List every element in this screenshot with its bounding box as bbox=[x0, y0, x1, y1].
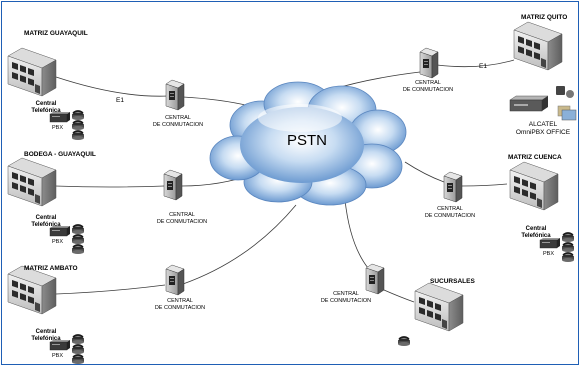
switch-label-cuenca: CENTRAL DE CONMUTACION bbox=[420, 206, 480, 219]
handset-icon bbox=[556, 86, 565, 95]
switch-label-line2: DE CONMUTACION bbox=[152, 121, 204, 128]
switch-label-guayaquil: CENTRAL DE CONMUTACION bbox=[148, 115, 208, 128]
central-telefonica-label: Central Telefónica bbox=[20, 329, 72, 343]
central-label-line2: Telefónica bbox=[31, 222, 61, 228]
switch-label-line1: CENTRAL bbox=[333, 291, 359, 297]
switch-label-quito: CENTRAL DE CONMUTACION bbox=[398, 80, 458, 93]
central-telefonica-label: Central Telefónica bbox=[20, 215, 72, 229]
link-pstn-switch-sucursales bbox=[344, 199, 369, 269]
site-label-bodega: BODEGA - GUAYAQUIL bbox=[24, 151, 96, 158]
site-label-quito: MATRIZ QUITO bbox=[521, 14, 568, 21]
pstn-cloud bbox=[209, 81, 407, 206]
pbx-label: PBX bbox=[52, 239, 64, 245]
switch-label-sucursales: CENTRAL DE CONMUTACION bbox=[316, 291, 376, 304]
alcatel-label: ALCATEL OmniPBX OFFICE bbox=[508, 121, 578, 136]
central-telefonica-label: Central Telefónica bbox=[20, 101, 72, 115]
central-label-line2: Telefónica bbox=[521, 233, 551, 239]
alcatel-label-line1: ALCATEL bbox=[528, 121, 558, 128]
alcatel-omnipbx-device bbox=[509, 86, 577, 121]
link-switch-quito-building bbox=[436, 59, 515, 68]
site-label-ambato: MATRIZ AMBATO bbox=[24, 265, 78, 272]
site-label-sucursales: SUCURSALES bbox=[430, 278, 475, 285]
central-label-line1: Central bbox=[525, 226, 547, 232]
switch-label-line1: CENTRAL bbox=[437, 206, 463, 212]
switch-label-bodega: CENTRAL DE CONMUTACION bbox=[152, 212, 212, 225]
pbx-label: PBX bbox=[52, 353, 64, 359]
switch-label-line2: DE CONMUTACION bbox=[320, 297, 372, 304]
switch-label-line1: CENTRAL bbox=[165, 115, 191, 121]
link-ambato-switch bbox=[55, 284, 166, 295]
link-guayaquil-switch bbox=[55, 76, 169, 97]
link-switch-sucursales-building bbox=[383, 289, 415, 303]
site-label-cuenca: MATRIZ CUENCA bbox=[508, 154, 562, 161]
link-pstn-switch-cuenca bbox=[404, 161, 445, 183]
link-bodega-switch bbox=[54, 185, 165, 188]
switch-label-ambato: CENTRAL DE CONMUTACION bbox=[150, 298, 210, 311]
link-label-e1: E1 bbox=[479, 63, 487, 70]
switch-label-line2: DE CONMUTACION bbox=[424, 212, 476, 219]
switch-label-line2: DE CONMUTACION bbox=[156, 218, 208, 225]
central-label-line1: Central bbox=[35, 215, 57, 221]
pbx-label: PBX bbox=[52, 125, 64, 131]
central-label-line1: Central bbox=[35, 329, 57, 335]
link-label-e1: E1 bbox=[116, 97, 124, 104]
switch-label-line1: CENTRAL bbox=[167, 298, 193, 304]
central-label-line2: Telefónica bbox=[31, 108, 61, 114]
switch-label-line2: DE CONMUTACION bbox=[402, 86, 454, 93]
switch-label-line1: CENTRAL bbox=[169, 212, 195, 218]
pbx-label: PBX bbox=[543, 251, 555, 257]
switch-label-line2: DE CONMUTACION bbox=[154, 304, 206, 311]
switch-label-line1: CENTRAL bbox=[415, 80, 441, 86]
link-switch-pstn-ambato bbox=[182, 204, 297, 285]
central-telefonica-label: Central Telefónica bbox=[510, 226, 562, 240]
central-label-line2: Telefónica bbox=[31, 336, 61, 342]
pstn-label: PSTN bbox=[287, 132, 328, 149]
alcatel-label-line2: OmniPBX OFFICE bbox=[515, 128, 571, 136]
central-label-line1: Central bbox=[35, 101, 57, 107]
site-label-guayaquil: MATRIZ GUAYAQUIL bbox=[24, 30, 88, 37]
link-switch-cuenca-building bbox=[461, 183, 508, 187]
